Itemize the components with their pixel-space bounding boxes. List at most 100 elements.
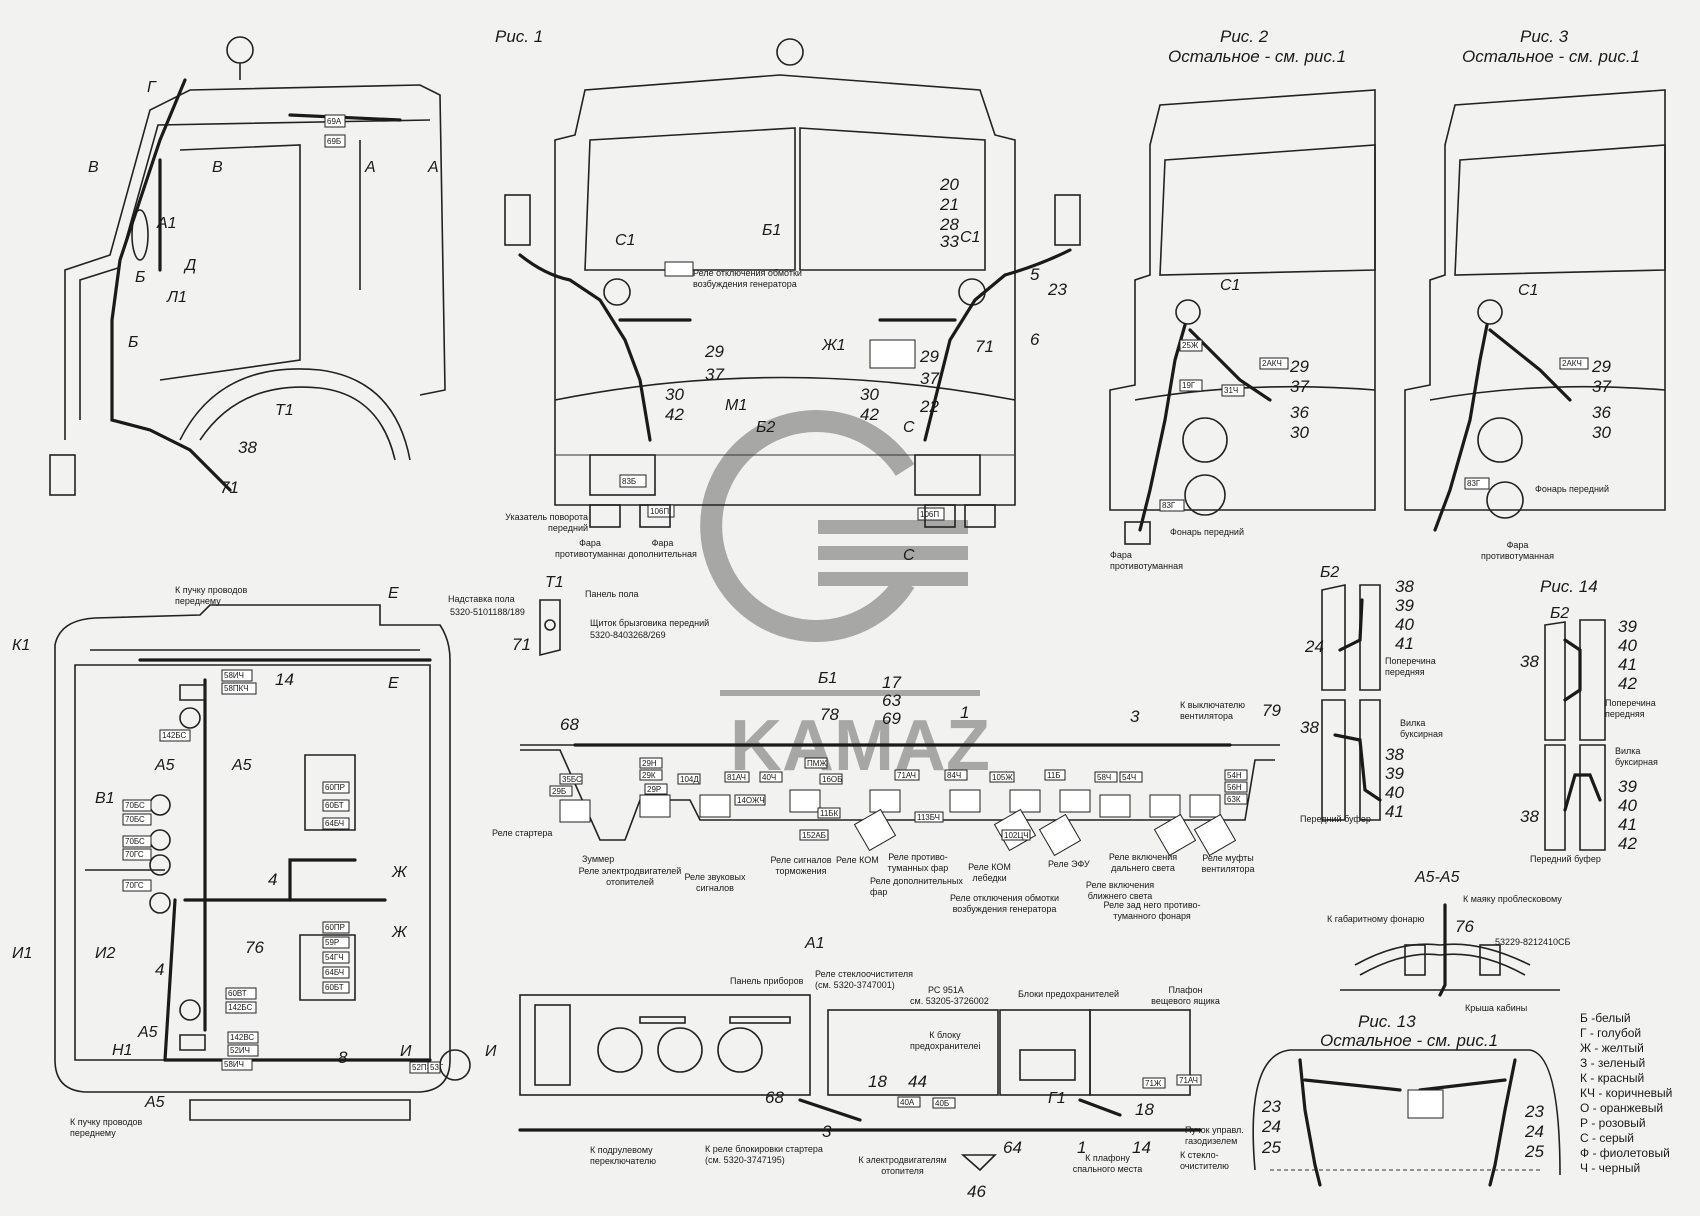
callout-5: 5 — [1030, 265, 1040, 284]
tag-106p-right: 106П — [920, 510, 939, 519]
a1-tag-40a: 40А — [900, 1098, 915, 1107]
label-relay-efu: Реле ЭФУ — [1048, 859, 1090, 869]
label-relay-rear-fog: Реле зад него противо-туманного фонаря — [1103, 900, 1201, 921]
label-to-under-switch: К подрулевому переключателю — [590, 1145, 656, 1166]
label-glovebox-lamp: Плафон вещевого ящика — [1151, 985, 1220, 1006]
callout-28: 28 — [939, 215, 959, 234]
tag-58ich-bottom: 52ИЧ — [230, 1046, 250, 1055]
cab-front-view: Рис. 1 83Б 106П 106П С1 С1 Б1 Ж1 М1 Б2 — [495, 27, 1081, 564]
sec-b1-panel: Б1 — [818, 670, 837, 687]
sec-b-bottom: Б — [128, 334, 138, 351]
label-relay-fog: Реле противо-туманных фар — [887, 852, 949, 873]
b1-tag-105zh: 105Ж — [992, 773, 1013, 782]
label-floor-ext: Надставка пола — [448, 594, 515, 604]
cab-side-view: 69А 69Б Г В В А А А1 Д Б Л1 Б 38 71 Т1 — [49, 36, 446, 497]
legend-item-5: КЧ - коричневый — [1580, 1086, 1672, 1100]
callout-25-fig13-left: 25 — [1261, 1138, 1281, 1157]
b1-tag-pmzh: ПМЖ — [807, 759, 827, 768]
b1-tag-29k: 29К — [642, 771, 656, 780]
callout-38-b2-right: 38 — [1385, 745, 1404, 764]
label-tow-fork2: Вилка буксирная — [1615, 746, 1658, 767]
legend-item-9: Ф - фиолетовый — [1580, 1146, 1670, 1160]
sec-a-left: А — [364, 159, 376, 176]
sec-a5-bottom: А5 — [144, 1094, 165, 1111]
tag-83g-fig3: 83Г — [1467, 479, 1481, 488]
sec-s1-fig2: С1 — [1220, 277, 1240, 294]
b1-tag-29b: 29Б — [552, 787, 566, 796]
sec-b-top: Б — [135, 269, 145, 286]
callout-23: 23 — [1047, 280, 1067, 299]
tag-142bs-bottom: 60ВТ — [228, 989, 247, 998]
fig2: Рис. 2 Остальное - см. рис.1 25Ж 2АКЧ 19… — [1109, 27, 1376, 571]
sec-n1: Н1 — [112, 1042, 132, 1059]
sec-b2-fig14: Б2 — [1550, 605, 1569, 622]
tag-2akch-fig3: 2АКЧ — [1562, 359, 1582, 368]
callout-40-fig14-bottom: 40 — [1618, 796, 1637, 815]
label-wiper-relay: Реле стеклоочистителя — [815, 969, 913, 979]
label-diesel-bundle: Пучок управл. газодизелем — [1185, 1125, 1244, 1146]
label-relay-high: Реле включения дальнего света — [1108, 852, 1178, 873]
legend-item-0: Б -белый — [1580, 1011, 1631, 1025]
label-relay-extra: Реле дополнительных фар — [870, 876, 963, 897]
callout-14-a1: 14 — [1132, 1138, 1151, 1157]
callout-44-a1: 44 — [908, 1072, 927, 1091]
tag-106p-left: 106П — [650, 507, 669, 516]
label-to-sleeper-lamp: К плафону спального места — [1072, 1153, 1143, 1174]
callout-38-fig14-bottom: 38 — [1520, 807, 1539, 826]
b2-detail: Б2 38 39 40 41 24 Поперечина передняя Ви… — [1300, 564, 1443, 824]
plan-tags: 58ИЧ 58ПКЧ 142БС 70БС 70БС 70БС 70ГС 70Г… — [122, 669, 444, 1074]
fig13-title: Рис. 13 — [1358, 1012, 1416, 1031]
tag-59r: 60БТ — [325, 801, 344, 810]
callout-1-b1: 1 — [960, 703, 969, 722]
b1-tag-63k: 63К — [1227, 795, 1241, 804]
callout-23-fig13-right: 23 — [1524, 1102, 1544, 1121]
callout-36-fig2: 36 — [1290, 403, 1309, 422]
label-to-fan-switch: К выключателю вентилятора — [1180, 700, 1246, 721]
callout-30-fig3: 30 — [1592, 423, 1611, 442]
label-front-bumper2: Передний буфер — [1530, 854, 1601, 864]
callout-40-b2-top: 40 — [1395, 615, 1414, 634]
callout-3-a1: 3 — [822, 1122, 832, 1141]
sec-e-bottom: Е — [388, 675, 399, 692]
label-relay-kom: Реле КОМ — [836, 855, 879, 865]
callout-38-b2-top: 38 — [1395, 577, 1414, 596]
tag-70gs-a: 70ГС — [125, 850, 144, 859]
label-to-heater-motors: К электродвигателям отопителя — [858, 1155, 947, 1176]
tag-69a: 69А — [327, 117, 342, 126]
callout-18-a1-left: 18 — [868, 1072, 887, 1091]
legend-item-6: О - оранжевый — [1580, 1101, 1663, 1115]
fig13: Рис. 13 Остальное - см. рис.1 23 24 25 2… — [1252, 1012, 1561, 1187]
b1-tag-40ch: 40Ч — [762, 773, 776, 782]
callout-6: 6 — [1030, 330, 1040, 349]
sec-b2-detail: Б2 — [1320, 564, 1339, 581]
tag-54gch: 59Р — [325, 938, 339, 947]
tag-70gs-b: 70ГС — [125, 881, 144, 890]
color-legend: Б -белый Г - голубой Ж - желтый З - зеле… — [1580, 1011, 1672, 1175]
sec-l1: Л1 — [166, 289, 187, 306]
callout-41-b2-bottom: 41 — [1385, 802, 1404, 821]
cab-plan-view: К1 Е Е А5 А5 В1 Ж Ж И1 И2 А5 Н1 А5 И И 1… — [12, 585, 497, 1138]
callout-17-b1: 17 — [882, 673, 901, 692]
callout-38-b2-left: 38 — [1300, 718, 1319, 737]
label-relay-kom-winch: Реле КОМ лебедки — [968, 862, 1011, 883]
sec-d: Д — [183, 257, 196, 274]
sec-s1-left: С1 — [615, 232, 635, 249]
callout-42-fig14-top: 42 — [1618, 674, 1637, 693]
sec-b2-center: Б2 — [756, 419, 775, 436]
fig3: Рис. 3 Остальное - см. рис.1 2АКЧ 83Г С1… — [1404, 27, 1666, 561]
label-fog-lamp-fig2: Фара противотуманная — [1110, 550, 1183, 571]
label-fog-lamp-fig3: Фара противотуманная — [1481, 540, 1554, 561]
label-crossbar-front: Поперечина передняя — [1385, 656, 1436, 677]
fig3-title: Рис. 3 — [1520, 27, 1569, 46]
callout-38-fig14-top: 38 — [1520, 652, 1539, 671]
sec-e-top: Е — [388, 585, 399, 602]
sec-a5-right: А5 — [231, 757, 252, 774]
b1-tag-29n: 29Н — [642, 759, 657, 768]
sec-s1-fig3: С1 — [1518, 282, 1538, 299]
sec-k1: К1 — [12, 637, 30, 654]
legend-item-7: Р - розовый — [1580, 1116, 1646, 1130]
b1-tag-29r: 29Р — [647, 785, 661, 794]
tag-70bs-b: 70БС — [125, 815, 145, 824]
sec-m1: М1 — [725, 397, 747, 414]
